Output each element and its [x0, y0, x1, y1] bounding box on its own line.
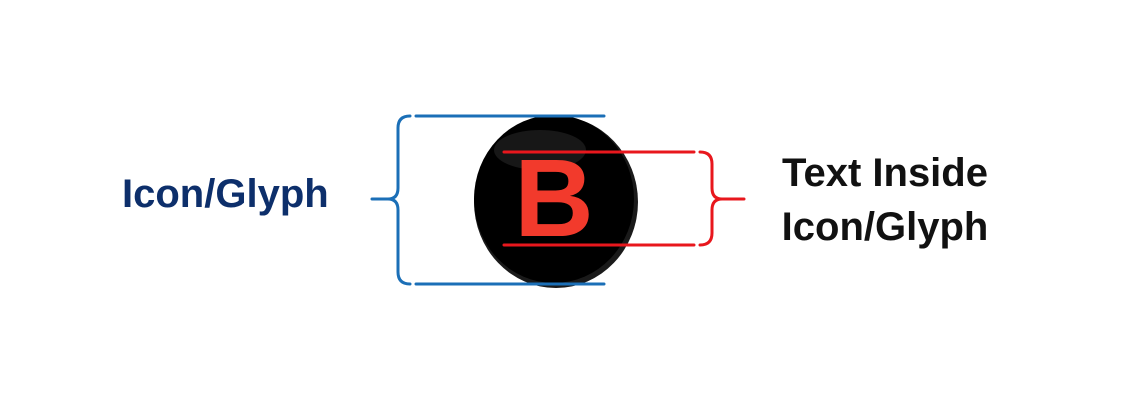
glyph-letter: B: [514, 137, 593, 260]
text-inside-label-line2: Icon/Glyph: [781, 205, 989, 250]
glyph-badge-highlight: [494, 130, 586, 170]
text-inside-label: Text Inside Icon/Glyph: [760, 146, 1010, 255]
icon-glyph-label: Icon/Glyph: [122, 172, 329, 216]
glyph-badge: B: [474, 115, 638, 288]
outer-bracket: [370, 114, 606, 286]
inner-bracket-brace: [698, 150, 723, 247]
inner-bracket: [502, 150, 746, 247]
text-inside-label-line1: Text Inside: [782, 151, 988, 195]
outer-bracket-brace: [387, 114, 412, 286]
